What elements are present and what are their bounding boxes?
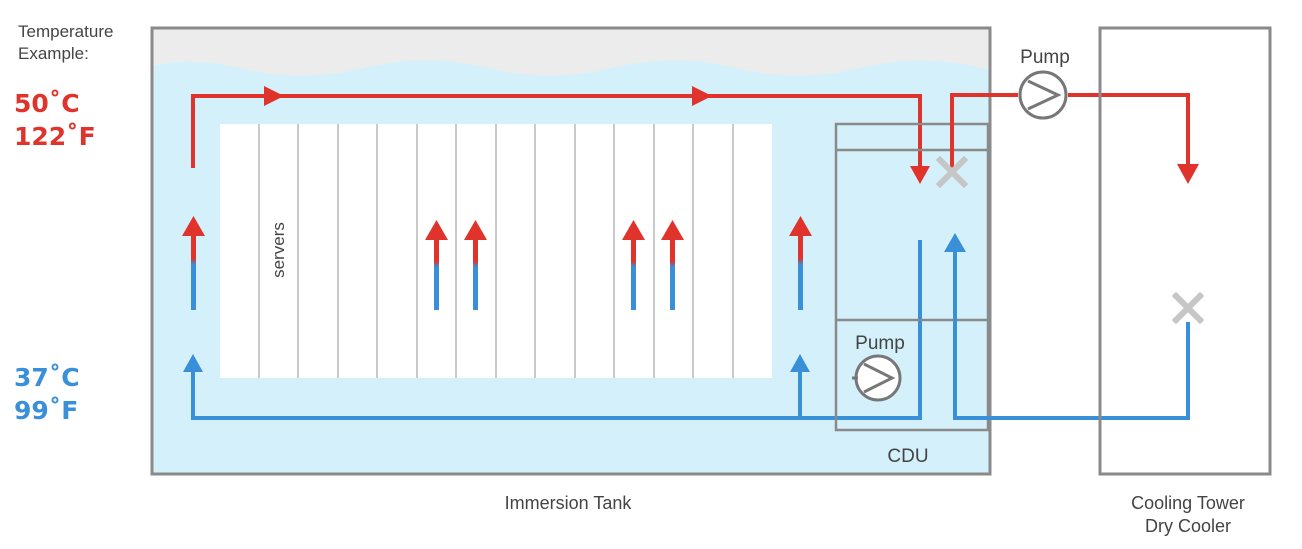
flow-arrow-down [1177,164,1199,184]
tank-wall [150,26,992,476]
tank-air-gap [152,28,990,76]
rising-arrow [464,220,487,310]
cooling-tower-label: Cooling Tower [1131,493,1245,513]
server-rack: servers [220,124,772,378]
facility-cold-loop [953,250,1190,420]
tower-pump-icon [1018,70,1068,120]
rising-flow-arrows [182,216,812,310]
flow-arrow-right [692,86,712,106]
cdu-pump-label: Pump [855,333,905,354]
cold-pipe-tower [953,250,1190,420]
rising-arrow [661,220,684,310]
cold-coolant-loop [191,240,922,420]
flow-arrow-up [790,354,810,372]
hot-temp-celsius: 50˚C [14,89,80,118]
cdu-pump-icon [852,354,902,402]
flow-arrow-right [264,86,284,106]
servers-label: servers [269,222,288,278]
temperature-legend: Temperature Example: 50˚C 122˚F 37˚C 99˚… [14,22,113,425]
tower-pump-label: Pump [1020,47,1070,68]
rising-arrow [622,220,645,310]
immersion-tank-label: Immersion Tank [505,493,633,513]
rising-arrow [789,216,812,310]
flow-arrow-down [910,166,930,184]
flow-arrow-up [944,233,966,252]
rising-arrow [425,220,448,310]
hot-pipe-tower [950,93,1018,168]
cold-temp-fahrenheit: 99˚F [14,396,78,425]
rising-arrow [182,216,205,310]
cooling-tower [1098,26,1272,476]
hot-pipe-tank [191,94,922,170]
legend-title: Example: [18,44,89,63]
cold-temp-celsius: 37˚C [14,363,80,392]
valve-x-icon [935,155,969,189]
legend-title: Temperature [18,22,113,41]
cdu-unit [834,122,990,432]
facility-hot-loop [950,93,1190,170]
valve-x-icon [1171,291,1205,325]
cdu-label: CDU [887,446,928,467]
cold-pipe-tank [191,240,922,420]
flow-arrow-up [183,354,203,372]
cdu-frame [834,122,990,432]
dry-cooler-label: Dry Cooler [1145,516,1231,536]
hot-coolant-loop [191,94,922,170]
hot-pipe-tower [1068,93,1190,170]
hot-temp-fahrenheit: 122˚F [14,122,96,151]
